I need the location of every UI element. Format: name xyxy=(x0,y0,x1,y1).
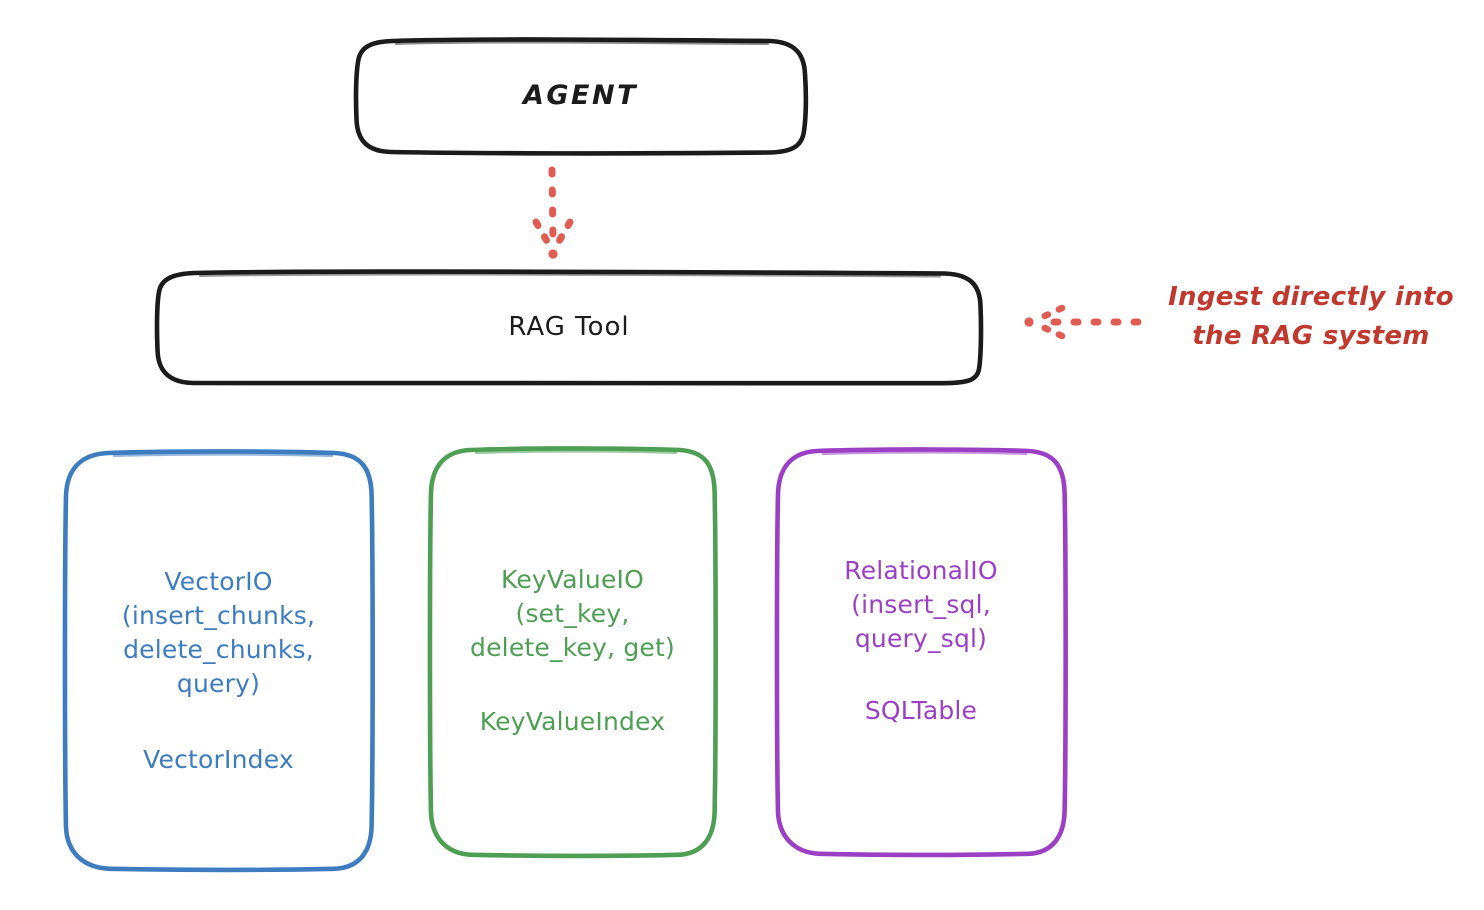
ingest-pointer-arrow xyxy=(1024,304,1142,340)
node-relational-io-content: RelationalIO (insert_sql, query_sql) SQL… xyxy=(777,554,1065,725)
node-rag-tool-label: RAG Tool xyxy=(508,312,630,343)
node-agent-label: AGENT xyxy=(522,80,638,112)
annotation-ingest: Ingest directly into the RAG system xyxy=(1168,282,1454,351)
node-relational-io[interactable]: RelationalIO (insert_sql, query_sql) SQL… xyxy=(777,450,1065,856)
node-vector-io-content: VectorIO (insert_chunks, delete_chunks, … xyxy=(65,565,372,774)
node-rag-tool[interactable]: RAG Tool xyxy=(157,272,981,383)
node-vector-io[interactable]: VectorIO (insert_chunks, delete_chunks, … xyxy=(65,452,372,870)
agent-to-rag-arrow xyxy=(532,166,574,259)
node-key-value-io-content: KeyValueIO (set_key, delete_key, get) Ke… xyxy=(430,563,715,736)
node-relational-io-label: RelationalIO (insert_sql, query_sql) xyxy=(844,555,998,653)
node-key-value-io[interactable]: KeyValueIO (set_key, delete_key, get) Ke… xyxy=(430,449,715,857)
node-key-value-io-label: KeyValueIO (set_key, delete_key, get) xyxy=(470,564,675,662)
node-agent[interactable]: AGENT xyxy=(356,40,805,153)
node-key-value-io-sublabel: KeyValueIndex xyxy=(479,706,666,736)
node-vector-io-label: VectorIO (insert_chunks, delete_chunks, … xyxy=(121,566,316,698)
node-relational-io-sublabel: SQLTable xyxy=(864,695,978,725)
node-vector-io-sublabel: VectorIndex xyxy=(143,744,294,774)
